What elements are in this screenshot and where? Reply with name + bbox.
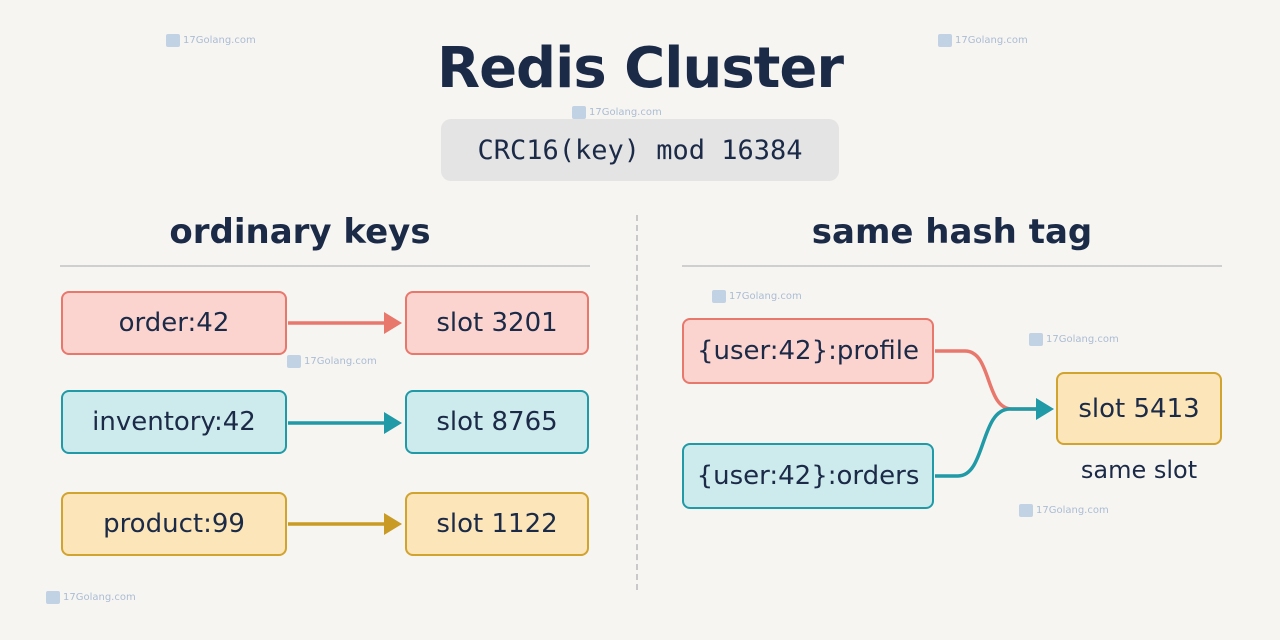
hash-formula: CRC16(key) mod 16384	[441, 119, 839, 181]
page-title: Redis Cluster	[436, 36, 844, 101]
key-box-user-profile: {user:42}:profile	[682, 318, 934, 384]
key-box-user-orders: {user:42}:orders	[682, 443, 934, 509]
curve-orders	[935, 407, 1038, 478]
watermark: 17Golang.com	[712, 290, 802, 303]
slot-box-product: slot 1122	[405, 492, 589, 556]
watermark-logo-icon	[1019, 504, 1033, 517]
watermark: 17Golang.com	[1019, 504, 1109, 517]
watermark: 17Golang.com	[287, 355, 377, 368]
slot-box-order: slot 3201	[405, 291, 589, 355]
watermark: 17Golang.com	[166, 34, 256, 47]
watermark: 17Golang.com	[572, 106, 662, 119]
watermark-logo-icon	[1029, 333, 1043, 346]
arrow-order-head	[384, 312, 402, 334]
same-slot-caption: same slot	[1080, 456, 1198, 484]
arrow-product-head	[384, 513, 402, 535]
arrow-inventory-head	[384, 412, 402, 434]
watermark: 17Golang.com	[46, 591, 136, 604]
watermark-logo-icon	[46, 591, 60, 604]
key-box-product: product:99	[61, 492, 287, 556]
section-title-same-hash-tag: same hash tag	[811, 212, 1093, 252]
slot-box-inventory: slot 8765	[405, 390, 589, 454]
watermark: 17Golang.com	[938, 34, 1028, 47]
watermark-logo-icon	[572, 106, 586, 119]
section-title-ordinary-keys: ordinary keys	[169, 212, 431, 252]
key-box-inventory: inventory:42	[61, 390, 287, 454]
slot-box-shared: slot 5413	[1056, 372, 1222, 445]
watermark-logo-icon	[166, 34, 180, 47]
watermark: 17Golang.com	[1029, 333, 1119, 346]
key-box-order: order:42	[61, 291, 287, 355]
section-rule-right	[682, 265, 1222, 267]
watermark-logo-icon	[938, 34, 952, 47]
merge-arrow-head	[1036, 398, 1054, 420]
column-divider	[636, 215, 638, 590]
curve-profile	[935, 349, 1038, 411]
section-rule-left	[60, 265, 590, 267]
watermark-logo-icon	[287, 355, 301, 368]
watermark-logo-icon	[712, 290, 726, 303]
